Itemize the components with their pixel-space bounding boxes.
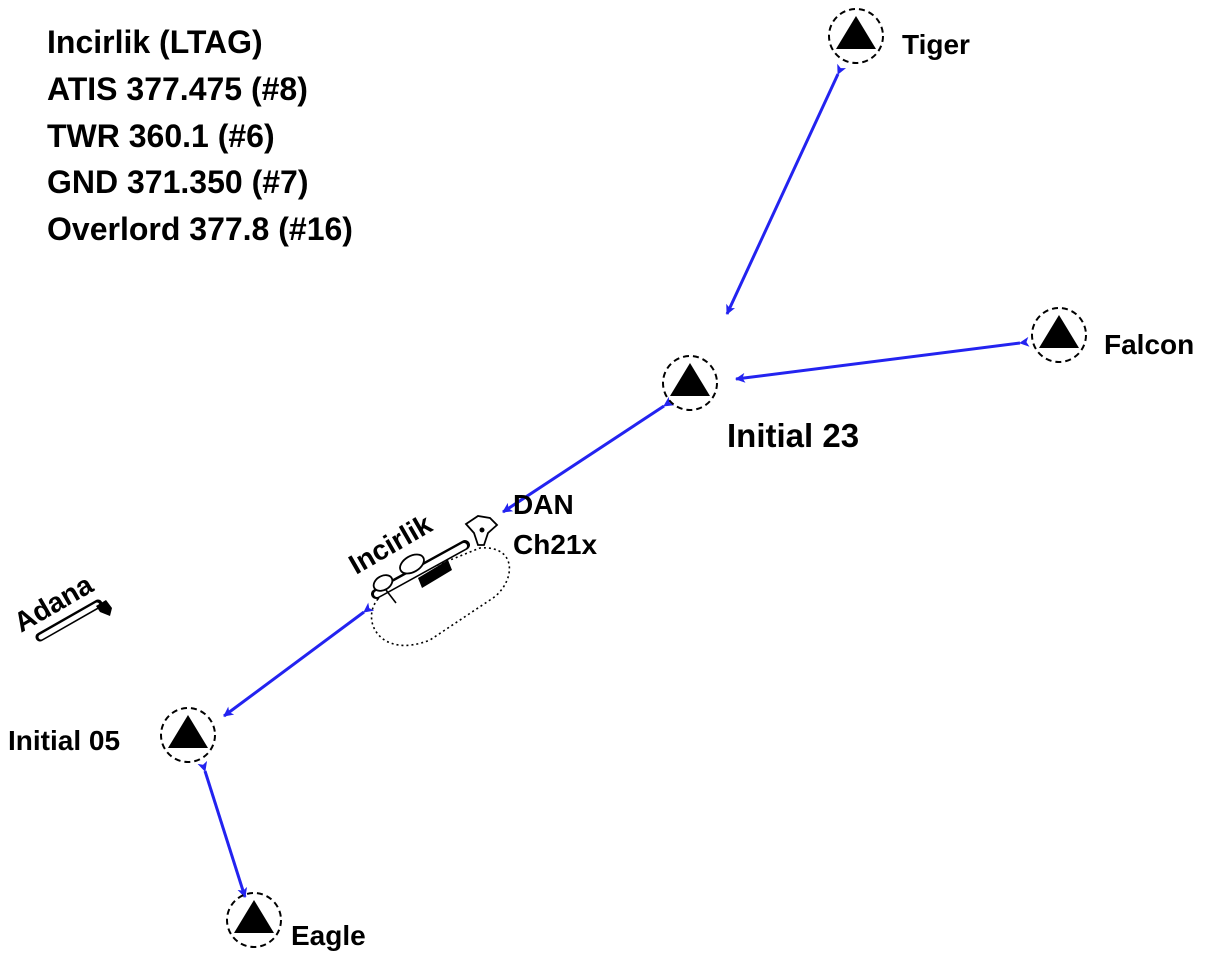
tower-frequency-line: TWR 360.1 (#6) [47, 118, 275, 154]
traffic-pattern-outline [370, 547, 511, 647]
waypoint-tiger[interactable]: Tiger [828, 8, 970, 64]
overlord-frequency-line: Overlord 377.8 (#16) [47, 211, 353, 247]
route-falcon-initial23 [735, 336, 1030, 383]
waypoint-triangle-icon [168, 715, 208, 748]
waypoint-triangle-icon [670, 363, 710, 396]
route-lines [197, 63, 1030, 898]
airfield-runway-icon [371, 540, 470, 604]
waypoint-label-eagle: Eagle [291, 920, 366, 951]
tacan-ident: DAN [513, 489, 574, 520]
waypoint-initial-23[interactable]: Initial 23 [662, 355, 859, 454]
ground-frequency-line: GND 371.350 (#7) [47, 164, 309, 200]
airfield-adana[interactable]: Adana [9, 568, 113, 642]
route-initial23-incirlik [502, 396, 675, 514]
route-incirlik-initial05 [223, 602, 375, 718]
waypoint-triangle-icon [234, 900, 274, 933]
waypoint-eagle[interactable]: Eagle [226, 892, 366, 951]
waypoint-label-falcon: Falcon [1104, 329, 1194, 360]
airfield-name-line: Incirlik (LTAG) [47, 24, 263, 60]
waypoint-label-initial-05: Initial 05 [8, 725, 120, 756]
route-tiger-initial23 [725, 63, 847, 315]
waypoint-label-tiger: Tiger [902, 29, 970, 60]
atis-frequency-line: ATIS 377.475 (#8) [47, 71, 308, 107]
airfield-runway-icon [35, 599, 112, 642]
waypoint-triangle-icon [836, 16, 876, 49]
tacan-dan[interactable]: DAN Ch21x [464, 489, 597, 560]
waypoint-falcon[interactable]: Falcon [1031, 307, 1194, 363]
waypoint-initial-05[interactable]: Initial 05 [8, 707, 216, 763]
waypoint-triangle-icon [1039, 315, 1079, 348]
route-initial05-eagle [197, 760, 248, 898]
waypoint-label-initial-23: Initial 23 [727, 417, 859, 454]
tacan-icon [464, 515, 499, 546]
tacan-channel: Ch21x [513, 529, 597, 560]
